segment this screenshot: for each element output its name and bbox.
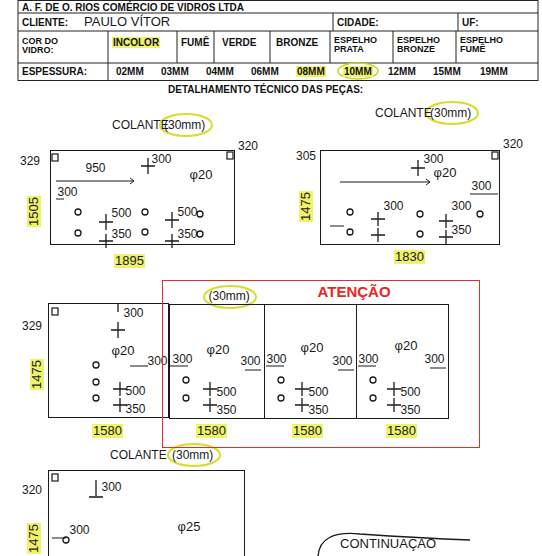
- note: CONTINUAÇÃO: [340, 537, 436, 551]
- dimension: 1830: [394, 250, 425, 264]
- dimension: 300: [124, 307, 144, 320]
- dimension: 350: [452, 224, 472, 237]
- glass-panel: 300φ20300300300350: [320, 150, 500, 245]
- option: 08MM: [296, 66, 326, 77]
- dimension: 500: [217, 386, 237, 399]
- field-label: UF:: [462, 17, 479, 28]
- dimension: φ20: [301, 341, 324, 355]
- dimension: 500: [401, 386, 421, 399]
- note: (30mm): [164, 119, 205, 132]
- glass-panel: φ20 300 300 500 350: [356, 304, 449, 419]
- dimension: 1475: [27, 523, 41, 554]
- form-frame: [18, 1, 538, 81]
- dimension: 300: [58, 186, 78, 199]
- note: COLANTE: [375, 107, 432, 120]
- continuation-curve: [318, 533, 470, 556]
- option: ESPELHO PRATA: [334, 36, 390, 55]
- option: 06MM: [251, 66, 279, 77]
- option: ESPELHO BRONZE: [397, 36, 453, 55]
- field-label: CLIENTE:: [22, 17, 68, 28]
- dimension: 950: [86, 162, 106, 175]
- dimension: 500: [126, 385, 146, 398]
- option: FUMÊ: [181, 37, 209, 48]
- dimension: 350: [309, 404, 329, 417]
- dimension: 500: [309, 386, 329, 399]
- dimension: 1475: [30, 359, 44, 390]
- dimension: φ25: [178, 520, 201, 534]
- dimension: φ20: [434, 166, 457, 180]
- glass-panel: φ20 300 300 500 350: [169, 304, 265, 419]
- dimension: 1475: [299, 191, 313, 222]
- client-name: PAULO VÍTOR: [84, 15, 170, 29]
- dimension: 350: [401, 404, 421, 417]
- dimension: 300: [333, 355, 353, 368]
- glass-panel: 300 φ25 300: [48, 470, 245, 556]
- note: (30mm): [172, 449, 213, 462]
- attention-box: ATENÇÃO (30mm) φ20 300 300 500 350 φ20 300 300 500…: [162, 280, 480, 448]
- dimension: 300: [452, 200, 472, 213]
- dimension: 300: [359, 353, 379, 366]
- option: 04MM: [206, 66, 234, 77]
- option: 10MM: [343, 66, 373, 77]
- field-label: CIDADE:: [337, 17, 379, 28]
- dimension: 320: [238, 140, 258, 153]
- glass-panel: 950 300 φ20 300 500 350 500 350: [50, 150, 235, 245]
- note: (30mm): [430, 107, 471, 120]
- dimension: 300: [70, 524, 90, 537]
- dimension: φ20: [207, 343, 230, 357]
- dimension: 1505: [27, 196, 41, 227]
- dimension: 1580: [386, 424, 417, 438]
- dimension: 329: [22, 320, 42, 333]
- section-heading: DETALHAMENTO TÉCNICO DAS PEÇAS:: [168, 84, 363, 95]
- warning-text: ATENÇÃO: [318, 284, 391, 301]
- dimension: 500: [112, 207, 132, 220]
- dimension: 1580: [196, 424, 227, 438]
- dimension: 305: [296, 150, 316, 163]
- option: 19MM: [480, 66, 508, 77]
- dimension: 320: [503, 138, 523, 151]
- dimension: 1580: [292, 424, 323, 438]
- dimension: 300: [102, 481, 122, 494]
- note: COLANTE: [112, 119, 169, 132]
- glass-panel: 300 φ20 300 500 350: [48, 303, 169, 418]
- option: INCOLOR: [112, 37, 160, 48]
- dimension: φ20: [112, 344, 135, 358]
- option: BRONZE: [276, 37, 318, 48]
- dimension: 300: [384, 200, 404, 213]
- dimension: (30mm): [209, 290, 250, 303]
- dimension: φ20: [395, 339, 418, 353]
- dimension: 320: [22, 484, 42, 497]
- dimension: 300: [267, 353, 287, 366]
- field-label: COR DO VIDRO:: [22, 37, 82, 56]
- option: VERDE: [222, 37, 256, 48]
- glass-panel: φ20 300 300 500 350: [264, 304, 357, 419]
- dimension: 300: [241, 355, 261, 368]
- dimension: 300: [173, 353, 193, 366]
- dimension: 350: [126, 403, 146, 416]
- dimension: 350: [112, 228, 132, 241]
- option: ESPELHO FUMÊ: [460, 36, 520, 55]
- dimension: φ20: [190, 168, 213, 182]
- dimension: 300: [472, 180, 492, 193]
- option: 12MM: [388, 66, 416, 77]
- highlight-circle: [338, 63, 378, 79]
- dimension: 300: [424, 153, 444, 166]
- dimension: 300: [152, 153, 172, 166]
- dimension: 1895: [114, 254, 145, 268]
- dimension: 500: [178, 206, 198, 219]
- dimension: 1580: [92, 424, 123, 438]
- option: 02MM: [116, 66, 144, 77]
- note: COLANTE: [110, 449, 167, 462]
- company-name: A. F. DE O. RIOS COMÉRCIO DE VIDROS LTDA: [22, 2, 244, 13]
- option: 03MM: [161, 66, 189, 77]
- dimension: 350: [217, 404, 237, 417]
- dimension: 350: [178, 228, 198, 241]
- dimension: 329: [20, 155, 40, 168]
- field-label: ESPESSURA:: [22, 66, 87, 77]
- dimension: 300: [425, 353, 445, 366]
- dimension: 300: [148, 355, 168, 368]
- option: 15MM: [433, 66, 461, 77]
